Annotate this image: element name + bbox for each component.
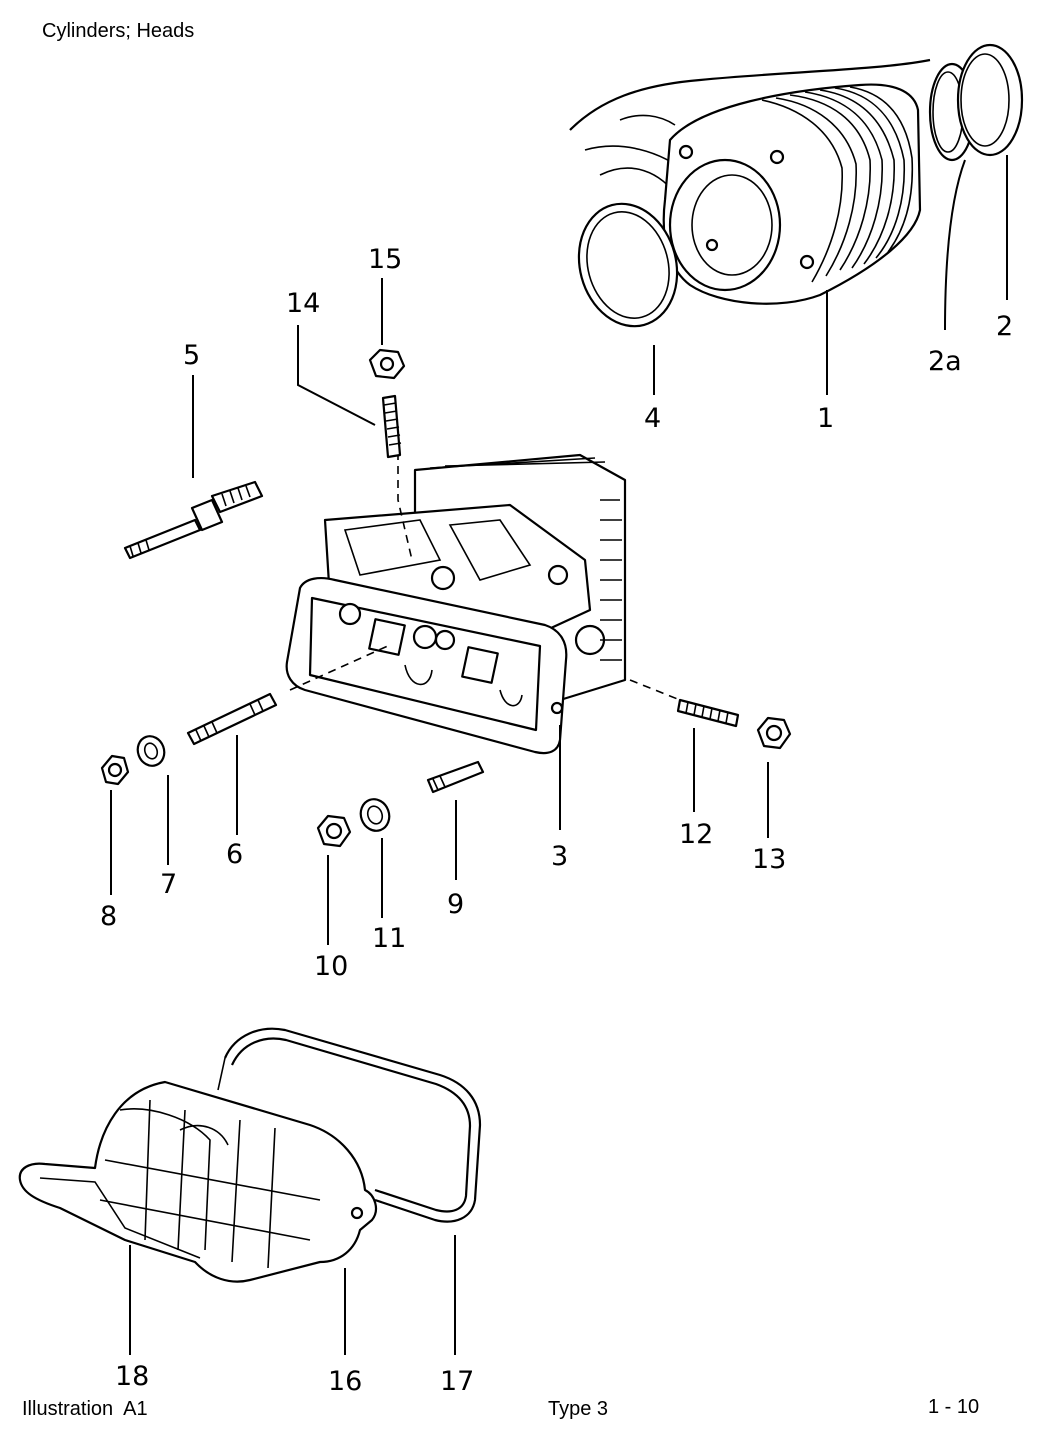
stud-6 xyxy=(186,692,278,746)
seal-ring-4 xyxy=(577,202,679,328)
page-number: 1 - 10 xyxy=(928,1396,980,1418)
callout-3: 3 xyxy=(551,841,568,872)
callout-4: 4 xyxy=(644,403,661,434)
leader-lines xyxy=(110,155,1008,1355)
callout-2: 2 xyxy=(996,311,1013,342)
callout-labels: 1 2 2a 3 4 5 6 7 8 9 10 11 12 13 14 15 1… xyxy=(100,244,1013,1397)
valve-cover-gasket-17 xyxy=(217,1027,482,1223)
callout-12: 12 xyxy=(679,819,713,850)
callout-13: 13 xyxy=(752,844,786,875)
page-title: Cylinders; Heads xyxy=(42,20,195,42)
callout-18: 18 xyxy=(115,1361,149,1392)
callout-8: 8 xyxy=(100,901,117,932)
callout-11: 11 xyxy=(372,923,406,954)
stud-12 xyxy=(676,698,740,728)
callout-16: 16 xyxy=(328,1366,362,1397)
callout-1: 1 xyxy=(817,403,834,434)
nut-13 xyxy=(756,716,792,750)
callout-15: 15 xyxy=(368,244,402,275)
cylinder-assembly xyxy=(569,43,1024,328)
callout-6: 6 xyxy=(226,839,243,870)
stud-9 xyxy=(426,760,485,794)
stud-14 xyxy=(381,394,402,459)
callout-14: 14 xyxy=(286,288,320,319)
long-stud-5 xyxy=(123,480,264,560)
washer-11 xyxy=(359,798,391,832)
callout-9: 9 xyxy=(447,889,464,920)
callout-2a: 2a xyxy=(928,346,962,377)
nut-10 xyxy=(316,814,352,848)
cylinder-barrel xyxy=(662,83,922,305)
type-label: Type 3 xyxy=(548,1398,609,1420)
nut-15 xyxy=(368,348,406,380)
washer-7 xyxy=(136,735,166,767)
gasket-ring-2 xyxy=(956,43,1024,157)
callout-5: 5 xyxy=(183,340,200,371)
callout-17: 17 xyxy=(440,1366,474,1397)
valve-cover-16 xyxy=(18,1080,378,1283)
cylinder-head xyxy=(285,452,681,755)
illustration-label: Illustration A1 xyxy=(22,1398,148,1420)
callout-10: 10 xyxy=(314,951,348,982)
nut-8 xyxy=(100,754,130,786)
callout-7: 7 xyxy=(160,869,177,900)
